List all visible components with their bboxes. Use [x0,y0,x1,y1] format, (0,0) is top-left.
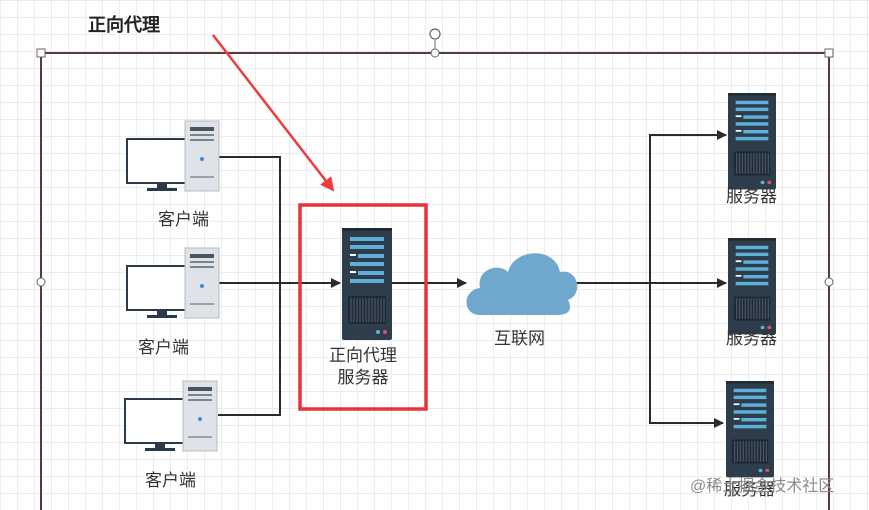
server-label-3: 服务器 [724,480,775,499]
server-icon-2 [727,237,777,335]
resize-handle-right[interactable] [824,277,834,287]
client-computer-3 [124,380,218,452]
client-label-2: 客户端 [138,338,189,357]
client-label-1: 客户端 [158,210,209,229]
resize-handle-top[interactable] [430,48,440,58]
client-computer-1 [126,120,220,192]
resize-handle-left[interactable] [36,277,46,287]
rotate-handle[interactable] [429,28,441,40]
client-computer-2 [126,247,220,319]
server-icon-1 [727,92,777,190]
diagram-title: 正向代理 [88,15,160,35]
client-label-3: 客户端 [145,471,196,490]
proxy-label: 正向代理 服务器 [300,345,426,389]
server-connectors [575,130,727,428]
diagram-frame [36,28,834,510]
proxy-server-icon [341,227,393,341]
proxy-label-line2: 服务器 [337,368,389,387]
internet-label: 互联网 [494,329,545,348]
client-connectors [218,156,341,416]
resize-handle-top-right[interactable] [824,48,834,58]
server-icon-3 [725,380,775,478]
internet-cloud-icon [466,253,578,315]
callout-arrow [212,34,335,192]
watermark: @稀土掘金技术社区 [690,478,835,495]
server-label-1: 服务器 [726,187,777,206]
proxy-label-line1: 正向代理 [329,346,397,365]
server-label-2: 服务器 [726,329,777,348]
proxy-highlight-box [298,203,428,411]
resize-handle-top-left[interactable] [36,48,46,58]
